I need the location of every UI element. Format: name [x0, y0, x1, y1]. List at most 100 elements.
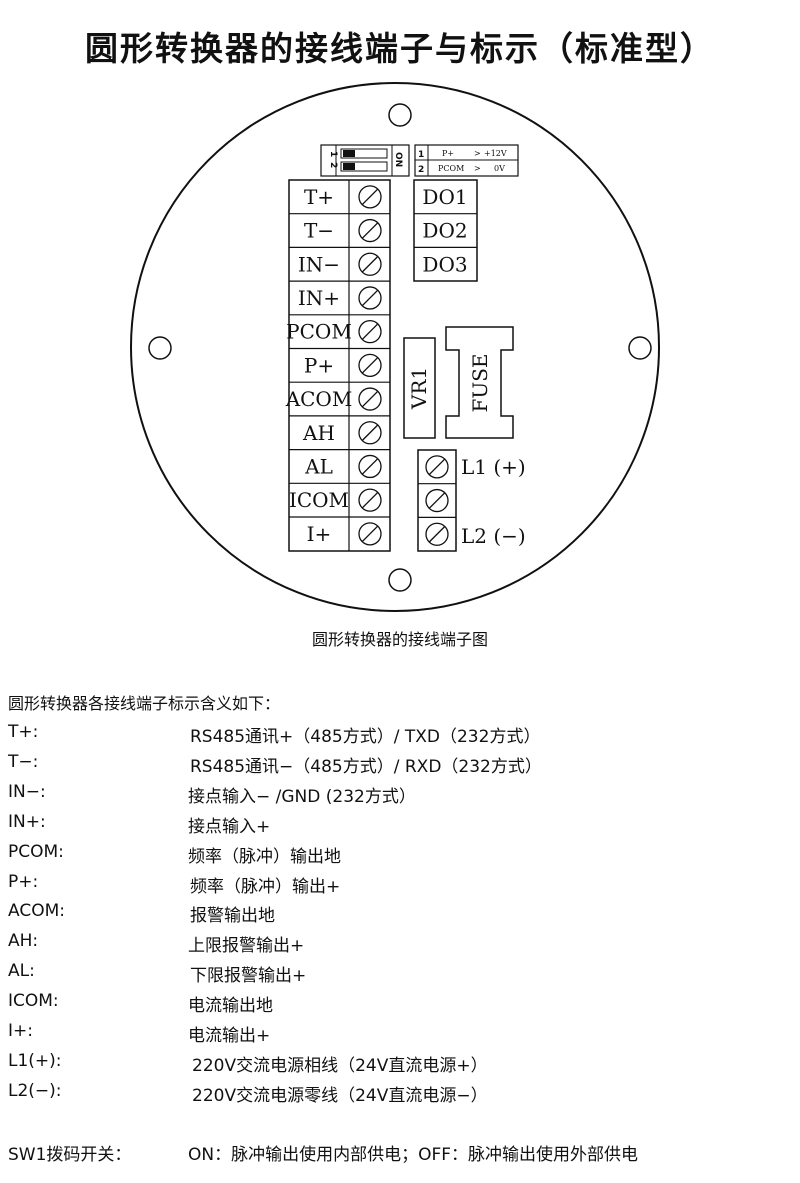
vr1-potentiometer: VR1	[403, 337, 436, 439]
screw-slot	[361, 491, 379, 509]
mounting-hole-left	[148, 336, 172, 360]
screw-icon	[425, 522, 449, 546]
legend-value: 接点输入− /GND (232方式）	[188, 786, 416, 807]
table-value-2: 0V	[494, 164, 505, 173]
legend-value: RS485通讯+（485方式）/ TXD（232方式）	[190, 727, 541, 747]
switch-number-1: 1	[328, 151, 338, 157]
legend-value: 上限报警输出+	[188, 936, 305, 957]
screw-icon	[358, 218, 382, 243]
switch-slot-2	[340, 161, 388, 172]
fuse-label: FUSE	[468, 353, 492, 412]
screw-slot	[361, 390, 379, 408]
switch-slot-1	[340, 148, 388, 159]
screw-icon	[358, 522, 382, 546]
dip-switch: 1 2 ON	[320, 144, 410, 177]
legend-key: I+:	[8, 1021, 33, 1041]
legend-value: 220V交流电源相线（24V直流电源+）	[192, 1055, 488, 1076]
screw-icon	[425, 488, 449, 513]
screw-icon	[358, 353, 382, 378]
do-label: DO1	[422, 185, 467, 209]
terminal-label: ICOM	[289, 488, 349, 512]
legend-value: 220V交流电源零线（24V直流电源−）	[192, 1085, 488, 1106]
table-n-1: 1	[418, 150, 424, 160]
legend-switch-value: ON：脉冲输出使用内部供电；OFF：脉冲输出使用外部供电	[188, 1145, 639, 1165]
diagram-caption: 圆形转换器的接线端子图	[311, 630, 488, 649]
do-label: DO2	[422, 219, 467, 243]
screw-slot	[361, 525, 379, 543]
terminal-label: T−	[304, 219, 334, 243]
power-terminal-block	[417, 449, 457, 552]
mounting-hole-right	[628, 336, 652, 360]
terminal-label: ACOM	[285, 387, 353, 411]
vr1-label: VR1	[407, 367, 431, 410]
screw-slot	[361, 289, 379, 307]
housing-circle	[130, 82, 660, 612]
screw-icon	[358, 387, 382, 411]
legend-key: T+:	[8, 722, 39, 742]
legend-key: ICOM:	[8, 991, 59, 1012]
screw-slot	[361, 356, 379, 374]
legend-key: ACOM:	[8, 901, 65, 922]
legend-key: L2(−):	[8, 1080, 62, 1101]
screw-slot	[428, 492, 446, 510]
screw-slot	[361, 424, 379, 442]
screw-slot	[361, 255, 379, 273]
mounting-hole-top	[388, 103, 412, 127]
terminal-block: T+ T− IN− IN+ PCOM P+ ACOM AH AL ICOM I+	[285, 179, 391, 552]
switch-on-label: ON	[393, 152, 403, 167]
switch-number-2: 2	[328, 162, 338, 168]
screw-icon	[425, 455, 449, 479]
terminal-label: IN+	[298, 286, 340, 310]
screw-icon	[358, 421, 382, 445]
screw-icon	[358, 185, 382, 209]
legend-key: AL:	[8, 961, 35, 982]
legend-value: 下限报警输出+	[190, 966, 307, 987]
power-label-l1: L1 (+)	[461, 455, 526, 479]
table-value-1: +12V	[484, 149, 507, 158]
legend-value: 电流输出+	[188, 1026, 271, 1046]
screw-icon	[358, 286, 382, 310]
mounting-hole-bottom	[388, 568, 412, 592]
legend-key: L1(+):	[8, 1050, 62, 1071]
switch-table: 1 P+ > +12V 2 PCOM > 0V	[414, 144, 519, 177]
page-title: 圆形转换器的接线端子与标示（标准型）	[85, 29, 715, 68]
table-n-2: 2	[418, 165, 424, 175]
terminal-label: T+	[304, 185, 334, 209]
screw-icon	[358, 488, 382, 512]
screw-slot	[361, 323, 379, 341]
switch-knob-2	[343, 163, 355, 170]
fuse-holder: FUSE	[445, 326, 514, 439]
table-name-1: P+	[442, 149, 454, 158]
screw-slot	[361, 188, 379, 206]
table-arrow-1: >	[474, 149, 481, 158]
screw-slot	[428, 525, 446, 543]
screw-slot	[361, 222, 379, 240]
terminal-label: PCOM	[286, 320, 352, 344]
legend-switch-key: SW1拨码开关：	[8, 1145, 132, 1165]
legend-value: 频率（脉冲）输出+	[190, 876, 341, 897]
legend-value: 频率（脉冲）输出地	[188, 846, 341, 867]
legend-value: 报警输出地	[190, 906, 275, 927]
terminal-label: AL	[304, 454, 333, 478]
switch-knob-1	[343, 150, 355, 157]
screw-icon	[358, 454, 382, 479]
legend-key: AH:	[8, 931, 39, 952]
screw-icon	[358, 319, 382, 344]
table-name-2: PCOM	[438, 164, 464, 173]
legend-key: PCOM:	[8, 841, 64, 862]
legend-value: 接点输入+	[188, 816, 271, 837]
screw-slot	[428, 458, 446, 476]
legend-value: 电流输出地	[188, 996, 273, 1017]
wiring-diagram: 1 2 ON 1 P+ > +12V 2 PCOM > 0V T+T−IN−IN…	[130, 82, 660, 612]
legend-key: IN−:	[8, 781, 46, 802]
legend-intro: 圆形转换器各接线端子标示含义如下：	[8, 694, 281, 713]
legend-key: P+:	[8, 871, 39, 892]
terminal-label: I+	[307, 522, 332, 546]
screw-icon	[358, 252, 382, 276]
legend-key: T−:	[8, 751, 39, 772]
terminal-label: IN−	[298, 252, 340, 276]
legend-key: IN+:	[8, 811, 46, 832]
legend-value: RS485通讯−（485方式）/ RXD（232方式）	[190, 756, 542, 777]
terminal-label: AH	[302, 421, 335, 445]
terminal-label: P+	[304, 353, 334, 377]
